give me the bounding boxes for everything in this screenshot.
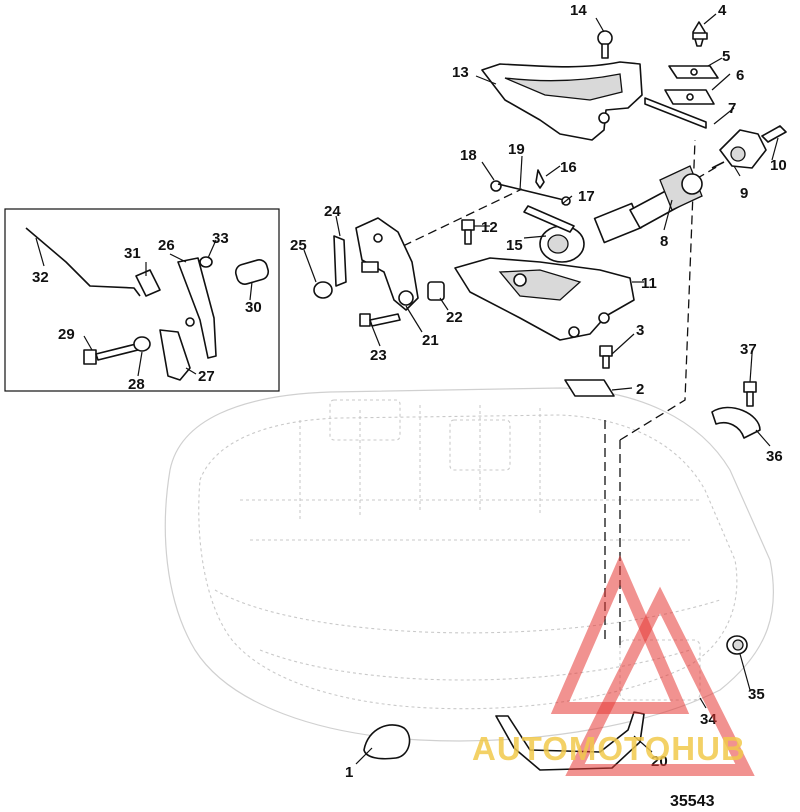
callout-24: 24 [324,203,341,220]
callout-33: 33 [212,230,229,247]
callout-28: 28 [128,376,145,393]
automotohub-watermark: AUTOMOTOHUB [472,554,755,776]
part-15-bushing [539,225,585,263]
callout-29: 29 [58,326,75,343]
callout-37: 37 [740,341,757,358]
parts-4-7-plates [644,21,719,129]
parts-2-3-plate [564,345,615,397]
callout-21: 21 [422,332,439,349]
assembly-lines [402,139,721,650]
watermark-text: AUTOMOTOHUB [472,730,746,767]
callout-11: 11 [641,275,657,292]
part-9-10-clamp [711,125,787,169]
callout-3: 3 [636,322,644,339]
part-8-shaft [593,165,703,244]
part-11-base [454,257,635,341]
callout-19: 19 [508,141,525,158]
callout-5: 5 [722,48,730,65]
callout-35: 35 [748,686,765,703]
callout-18: 18 [460,147,477,164]
parts-17-19-link [490,169,575,233]
callout-10: 10 [770,157,787,174]
callout-14: 14 [570,2,587,19]
parts-21-25-lever [313,217,445,327]
inset-parts-26-33 [25,227,270,381]
callout-31: 31 [124,245,141,262]
part-12-bolt [461,219,475,245]
engine-outline-ghost [164,387,775,742]
callout-13: 13 [452,64,469,81]
callout-36: 36 [766,448,783,465]
callout-12: 12 [481,219,498,236]
callout-22: 22 [446,309,463,326]
callout-labels: 1 2 3 4 5 6 7 8 9 10 11 12 13 14 15 16 1… [32,2,787,781]
callout-23: 23 [370,347,387,364]
part-13-bracket [481,61,643,141]
part-1-grommet [363,724,411,760]
callout-2: 2 [636,381,644,398]
callout-30: 30 [245,299,262,316]
callout-26: 26 [158,237,175,254]
parts-36-37-clip [711,381,761,439]
drawing-number: 35543 [670,793,715,810]
part-35-plug [726,635,748,655]
callout-8: 8 [660,233,668,250]
callout-15: 15 [506,237,523,254]
part-14-bolt [597,30,613,59]
callout-16: 16 [560,159,577,176]
leader-lines [35,13,779,765]
callout-1: 1 [345,764,353,781]
inset-frame [4,208,280,392]
callout-6: 6 [736,67,744,84]
callout-25: 25 [290,237,307,254]
callout-7: 7 [728,100,736,117]
callout-32: 32 [32,269,49,286]
callout-9: 9 [740,185,748,202]
callout-4: 4 [718,2,727,19]
callout-27: 27 [198,368,215,385]
callout-17: 17 [578,188,595,205]
